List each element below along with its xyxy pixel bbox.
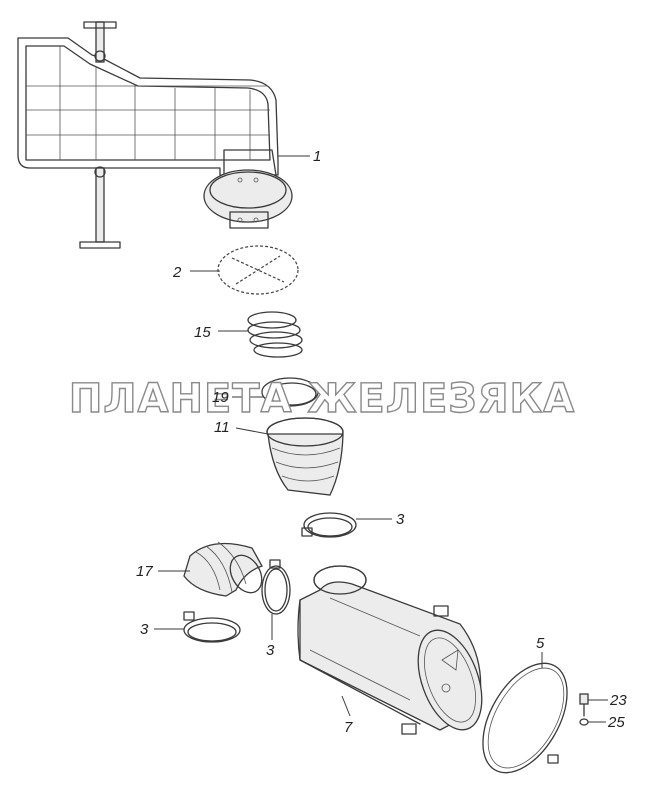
callout-17: 17	[136, 563, 153, 580]
part-3-clamp-upper	[301, 512, 357, 538]
leader-lines	[154, 155, 608, 723]
callout-19: 19	[212, 389, 229, 406]
callout-3-lower: 3	[140, 621, 149, 638]
callout-1: 1	[313, 148, 321, 165]
callout-23: 23	[609, 692, 627, 709]
part-17-elbow-hose	[183, 541, 263, 597]
callout-25: 25	[607, 714, 625, 731]
part-11-rubber-boot	[266, 417, 344, 496]
callout-3-middle: 3	[266, 642, 275, 659]
callout-2: 2	[172, 264, 182, 281]
part-3-clamp-lower	[183, 611, 241, 643]
part-15-spring	[247, 311, 303, 358]
part-3-clamp-middle	[261, 559, 291, 615]
part-2-gasket	[217, 245, 299, 295]
callout-11: 11	[214, 419, 230, 436]
part-7-filter-housing	[297, 565, 483, 735]
callout-5: 5	[536, 635, 545, 652]
part-19-clamp-ring	[261, 377, 319, 407]
watermark-text: ПЛАНЕТА ЖЕЛЕЗЯКА	[69, 376, 575, 422]
callout-3-upper: 3	[396, 511, 405, 528]
part-1-bracket-frame	[17, 21, 293, 249]
part-23-bolt	[579, 693, 589, 717]
part-5-cover	[482, 662, 568, 774]
callout-15: 15	[194, 324, 211, 341]
part-25-washer	[579, 718, 589, 726]
callout-7: 7	[344, 719, 353, 736]
